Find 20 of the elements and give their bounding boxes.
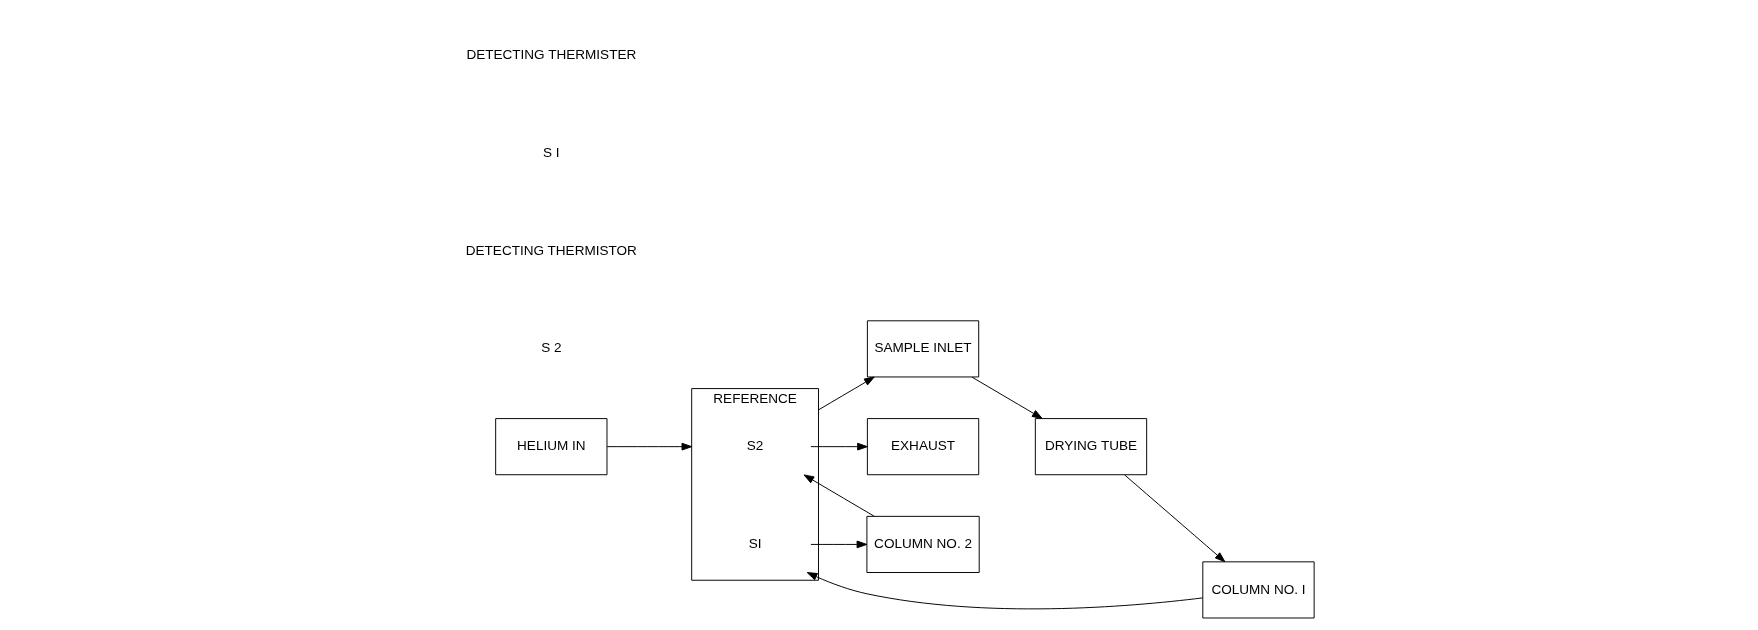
node-box: EXHAUST — [866, 418, 980, 476]
arrow — [806, 572, 1204, 610]
node-box: COLUMN NO. I — [1202, 561, 1315, 619]
label: DETECTING THERMISTOR — [465, 242, 637, 258]
arrow — [606, 442, 693, 451]
node-box: DRYING TUBE — [1034, 418, 1148, 476]
arrow — [803, 474, 875, 517]
arrow — [971, 376, 1043, 419]
node-box: HELIUM IN — [495, 418, 608, 476]
node-box: COLUMN NO. 2 — [866, 515, 980, 573]
label: S 2 — [541, 340, 562, 356]
label: S I — [543, 144, 560, 160]
node-text: SI — [748, 536, 762, 551]
arrow — [810, 442, 868, 451]
arrow — [810, 540, 868, 549]
arrow — [818, 376, 875, 411]
label: DETECTING THERMISTER — [466, 47, 637, 63]
node-text: S2 — [746, 438, 764, 454]
node-box: SAMPLE INLET — [866, 320, 980, 378]
arrow — [1124, 474, 1226, 563]
